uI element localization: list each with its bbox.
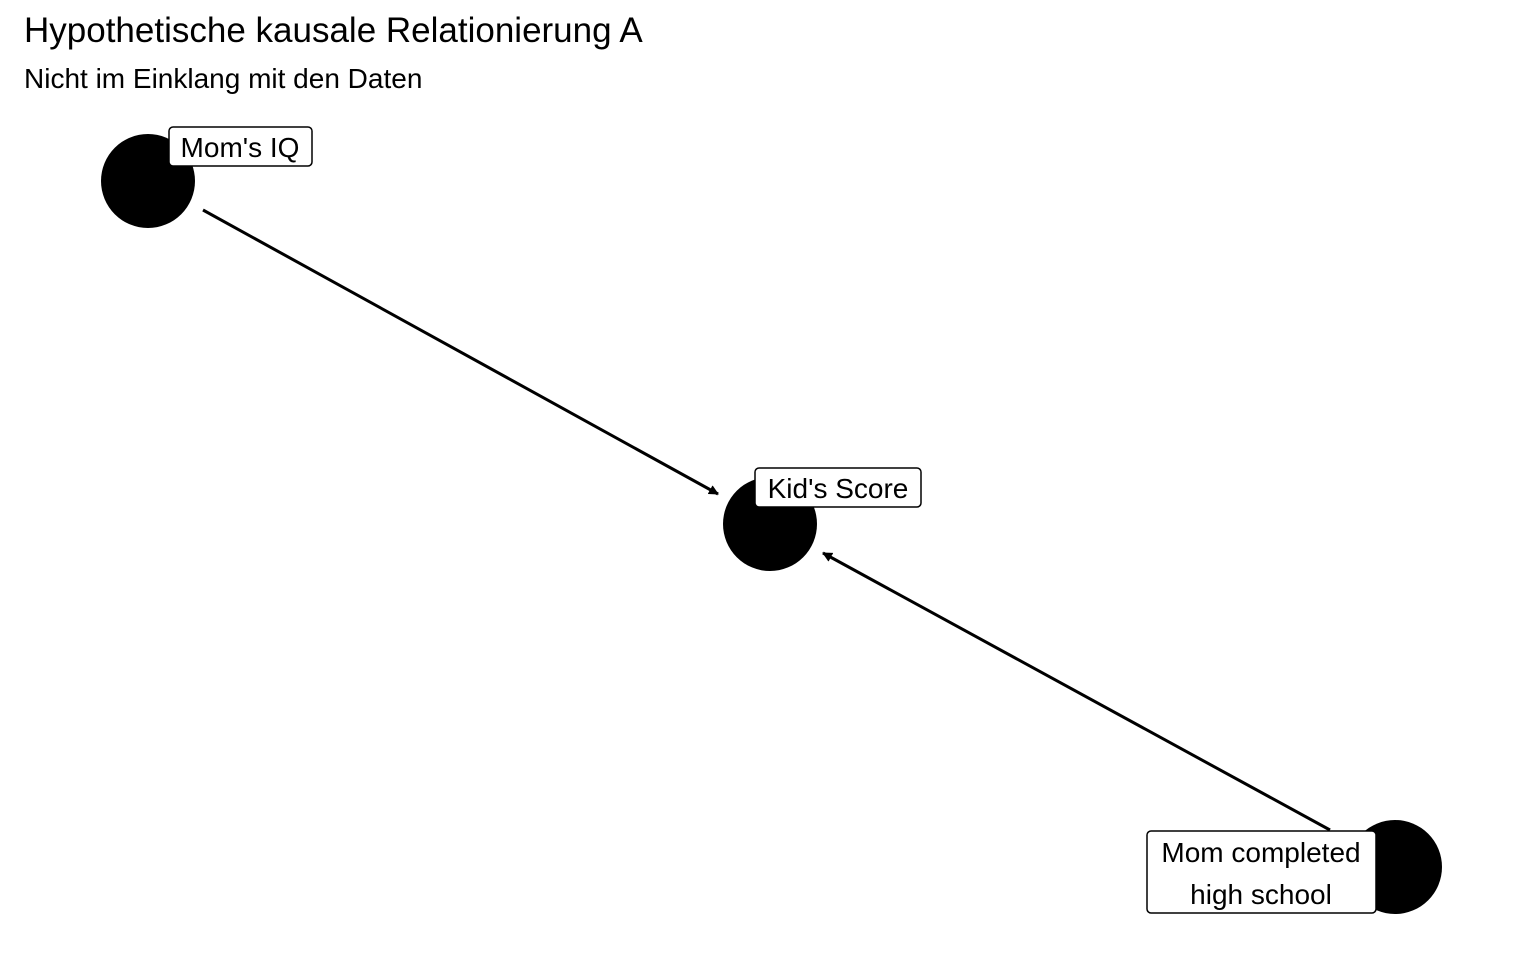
label-mom-hs-text-line2: high school <box>1190 879 1332 910</box>
label-moms-iq-text: Mom's IQ <box>181 132 300 163</box>
label-kids-score: Kid's Score <box>754 467 922 508</box>
label-mom-hs-text-line1: Mom completed <box>1161 837 1360 868</box>
label-kids-score-text: Kid's Score <box>768 473 909 504</box>
edge-moms-iq-to-kids-score <box>202 208 719 496</box>
diagram-subtitle: Nicht im Einklang mit den Daten <box>24 63 423 94</box>
edge-mom-hs-to-kids-score <box>822 551 1331 832</box>
label-moms-iq: Mom's IQ <box>168 126 313 167</box>
diagram-title: Hypothetische kausale Relationierung A <box>24 11 643 50</box>
label-mom-hs: Mom completed high school <box>1146 830 1377 914</box>
